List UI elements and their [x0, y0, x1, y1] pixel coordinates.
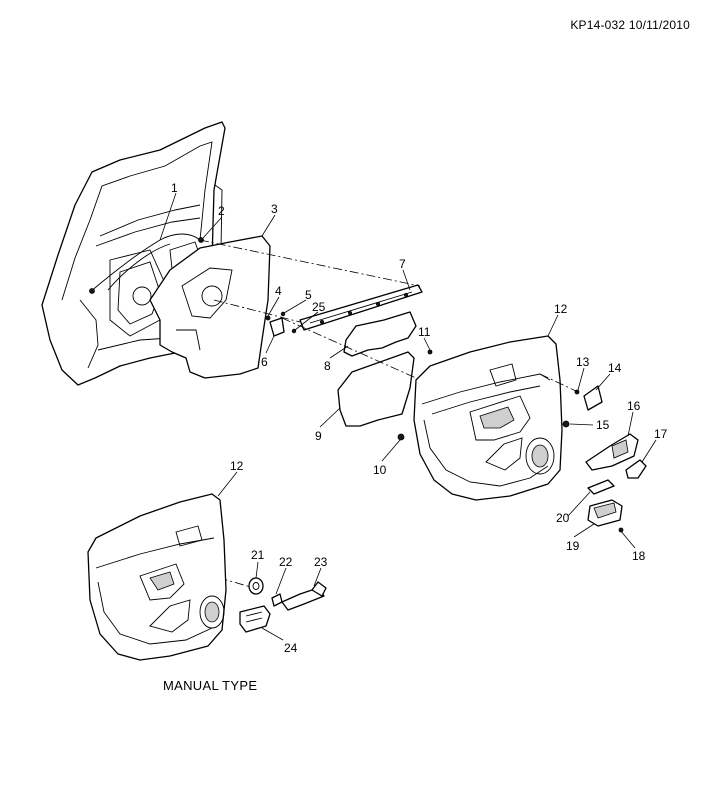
callout-14: 14 [608, 361, 622, 375]
door-trim-panel-power [413, 335, 563, 501]
water-deflector [149, 235, 271, 379]
callout-labels: 1 2 3 4 5 25 6 7 8 9 10 11 12 13 14 15 1… [171, 181, 668, 655]
belt-trim-strip [299, 284, 423, 331]
callout-22: 22 [279, 555, 293, 569]
callout-15: 15 [596, 418, 610, 432]
callout-10: 10 [373, 463, 387, 477]
callout-2: 2 [218, 204, 225, 218]
switch-bezel-small [587, 479, 615, 495]
callout-23: 23 [314, 555, 328, 569]
callout-18: 18 [632, 549, 646, 563]
callout-13: 13 [576, 355, 590, 369]
door-trim-panel-manual [87, 493, 227, 661]
callout-3: 3 [271, 202, 278, 216]
callout-25: 25 [312, 300, 326, 314]
callout-5: 5 [305, 288, 312, 302]
crank-escutcheon [248, 577, 264, 595]
callout-11: 11 [418, 325, 431, 339]
switch-bezel [585, 433, 639, 471]
callout-9: 9 [315, 429, 322, 443]
callout-8: 8 [324, 359, 331, 373]
trim-plug-cover [583, 385, 603, 411]
callout-21: 21 [251, 548, 265, 562]
window-switch-assembly [587, 499, 623, 527]
leader-lines [159, 192, 657, 641]
callout-4: 4 [275, 284, 282, 298]
callout-1: 1 [171, 181, 178, 195]
callout-12-manual-panel: 12 [230, 459, 244, 473]
callout-17: 17 [654, 427, 668, 441]
callout-20: 20 [556, 511, 570, 525]
callout-19: 19 [566, 539, 580, 553]
door-pull-cup [239, 605, 271, 633]
fasteners [265, 311, 624, 533]
insulator-pad-upper [343, 311, 417, 357]
callout-7: 7 [399, 257, 406, 271]
window-crank-handle [281, 581, 327, 611]
crank-clip [271, 593, 283, 607]
callout-16: 16 [627, 399, 641, 413]
document-code: KP14-032 10/11/2010 [570, 18, 690, 32]
window-switch [625, 459, 647, 479]
door-handle-bracket [269, 317, 285, 337]
callout-6: 6 [261, 355, 268, 369]
manual-type-caption: MANUAL TYPE [163, 678, 258, 693]
insulator-pad-lower [337, 351, 415, 427]
callout-24: 24 [284, 641, 298, 655]
callout-12-power-panel: 12 [554, 302, 568, 316]
